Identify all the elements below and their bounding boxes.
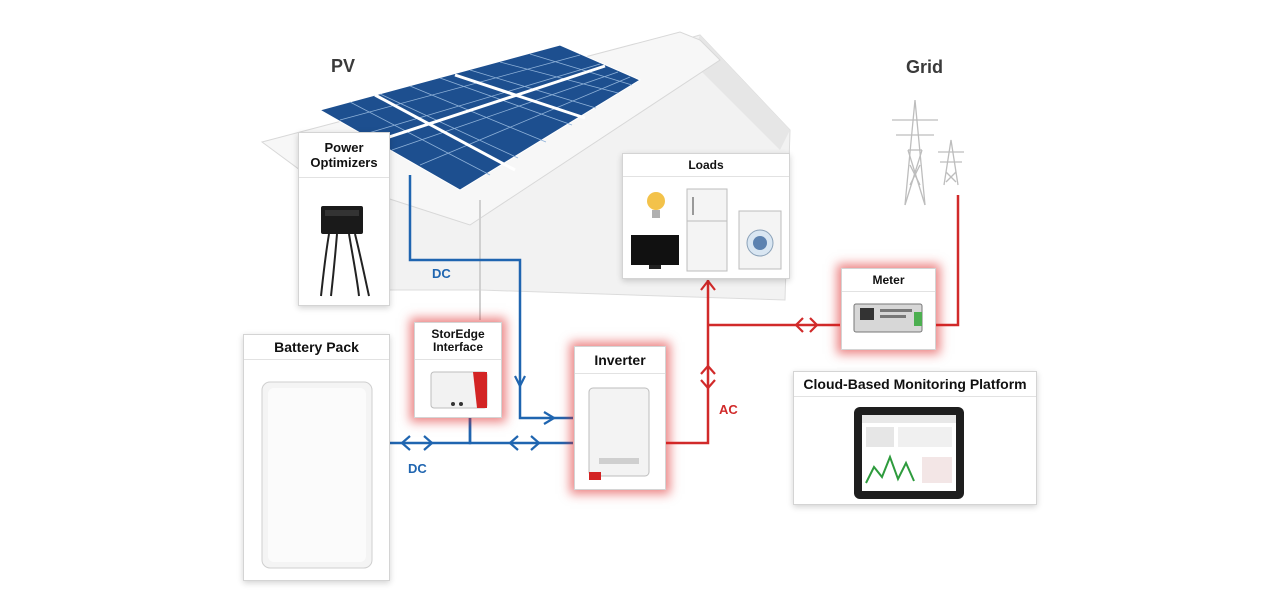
ac-line-inverter-to-loads	[665, 280, 710, 445]
loads-title: Loads	[623, 154, 789, 177]
inverter-device-icon	[588, 387, 650, 480]
power-optimizers-card: Power Optimizers	[298, 132, 390, 306]
solar-panel-icon	[318, 44, 642, 191]
loads-card: Loads	[622, 153, 790, 279]
storedge-device-icon	[430, 371, 488, 409]
ac-label: AC	[719, 402, 738, 417]
battery-pack-card: Battery Pack	[243, 334, 390, 581]
bidirectional-arrow-icon	[508, 435, 519, 451]
refrigerator-icon	[686, 188, 728, 272]
pv-heading: PV	[331, 56, 356, 76]
meter-title: Meter	[842, 269, 935, 292]
bidirectional-arrow-icon	[700, 364, 716, 375]
grid-heading: Grid	[906, 57, 944, 77]
television-icon	[631, 235, 679, 269]
dc-line-pv-to-inverter	[408, 175, 573, 420]
light-bulb-icon	[647, 192, 665, 218]
cloud-monitoring-card: Cloud-Based Monitoring Platform	[793, 371, 1037, 505]
meter-device-icon	[853, 303, 923, 333]
battery-device-icon	[261, 381, 373, 569]
loads-appliances	[631, 188, 782, 272]
arrow-icon	[514, 375, 526, 388]
power-optimizers-title: Power Optimizers	[299, 133, 389, 178]
bidirectional-arrow-icon	[809, 317, 819, 333]
meter-card: Meter	[841, 268, 936, 350]
bidirectional-arrow-icon	[530, 435, 541, 451]
arrow-icon	[543, 411, 556, 425]
inverter-title: Inverter	[575, 347, 665, 374]
washing-machine-icon	[738, 210, 782, 270]
storedge-interface-title: StorEdge Interface	[415, 323, 501, 360]
bidirectional-arrow-icon	[700, 379, 716, 390]
arrow-icon	[700, 279, 716, 291]
optimizer-device-icon	[320, 206, 370, 297]
battery-pack-title: Battery Pack	[244, 335, 389, 360]
dc-label-bottom: DC	[408, 461, 427, 476]
storedge-interface-card: StorEdge Interface	[414, 322, 502, 418]
inverter-card: Inverter	[574, 346, 666, 490]
dc-label-top: DC	[432, 266, 451, 281]
cloud-monitoring-title: Cloud-Based Monitoring Platform	[794, 372, 1036, 397]
bidirectional-arrow-icon	[423, 435, 434, 451]
bidirectional-arrow-icon	[794, 317, 804, 333]
tablet-dashboard-icon	[854, 407, 964, 499]
ac-line-meter-to-grid	[936, 195, 960, 327]
bidirectional-arrow-icon	[400, 435, 411, 451]
power-pylon-icon	[892, 99, 964, 206]
